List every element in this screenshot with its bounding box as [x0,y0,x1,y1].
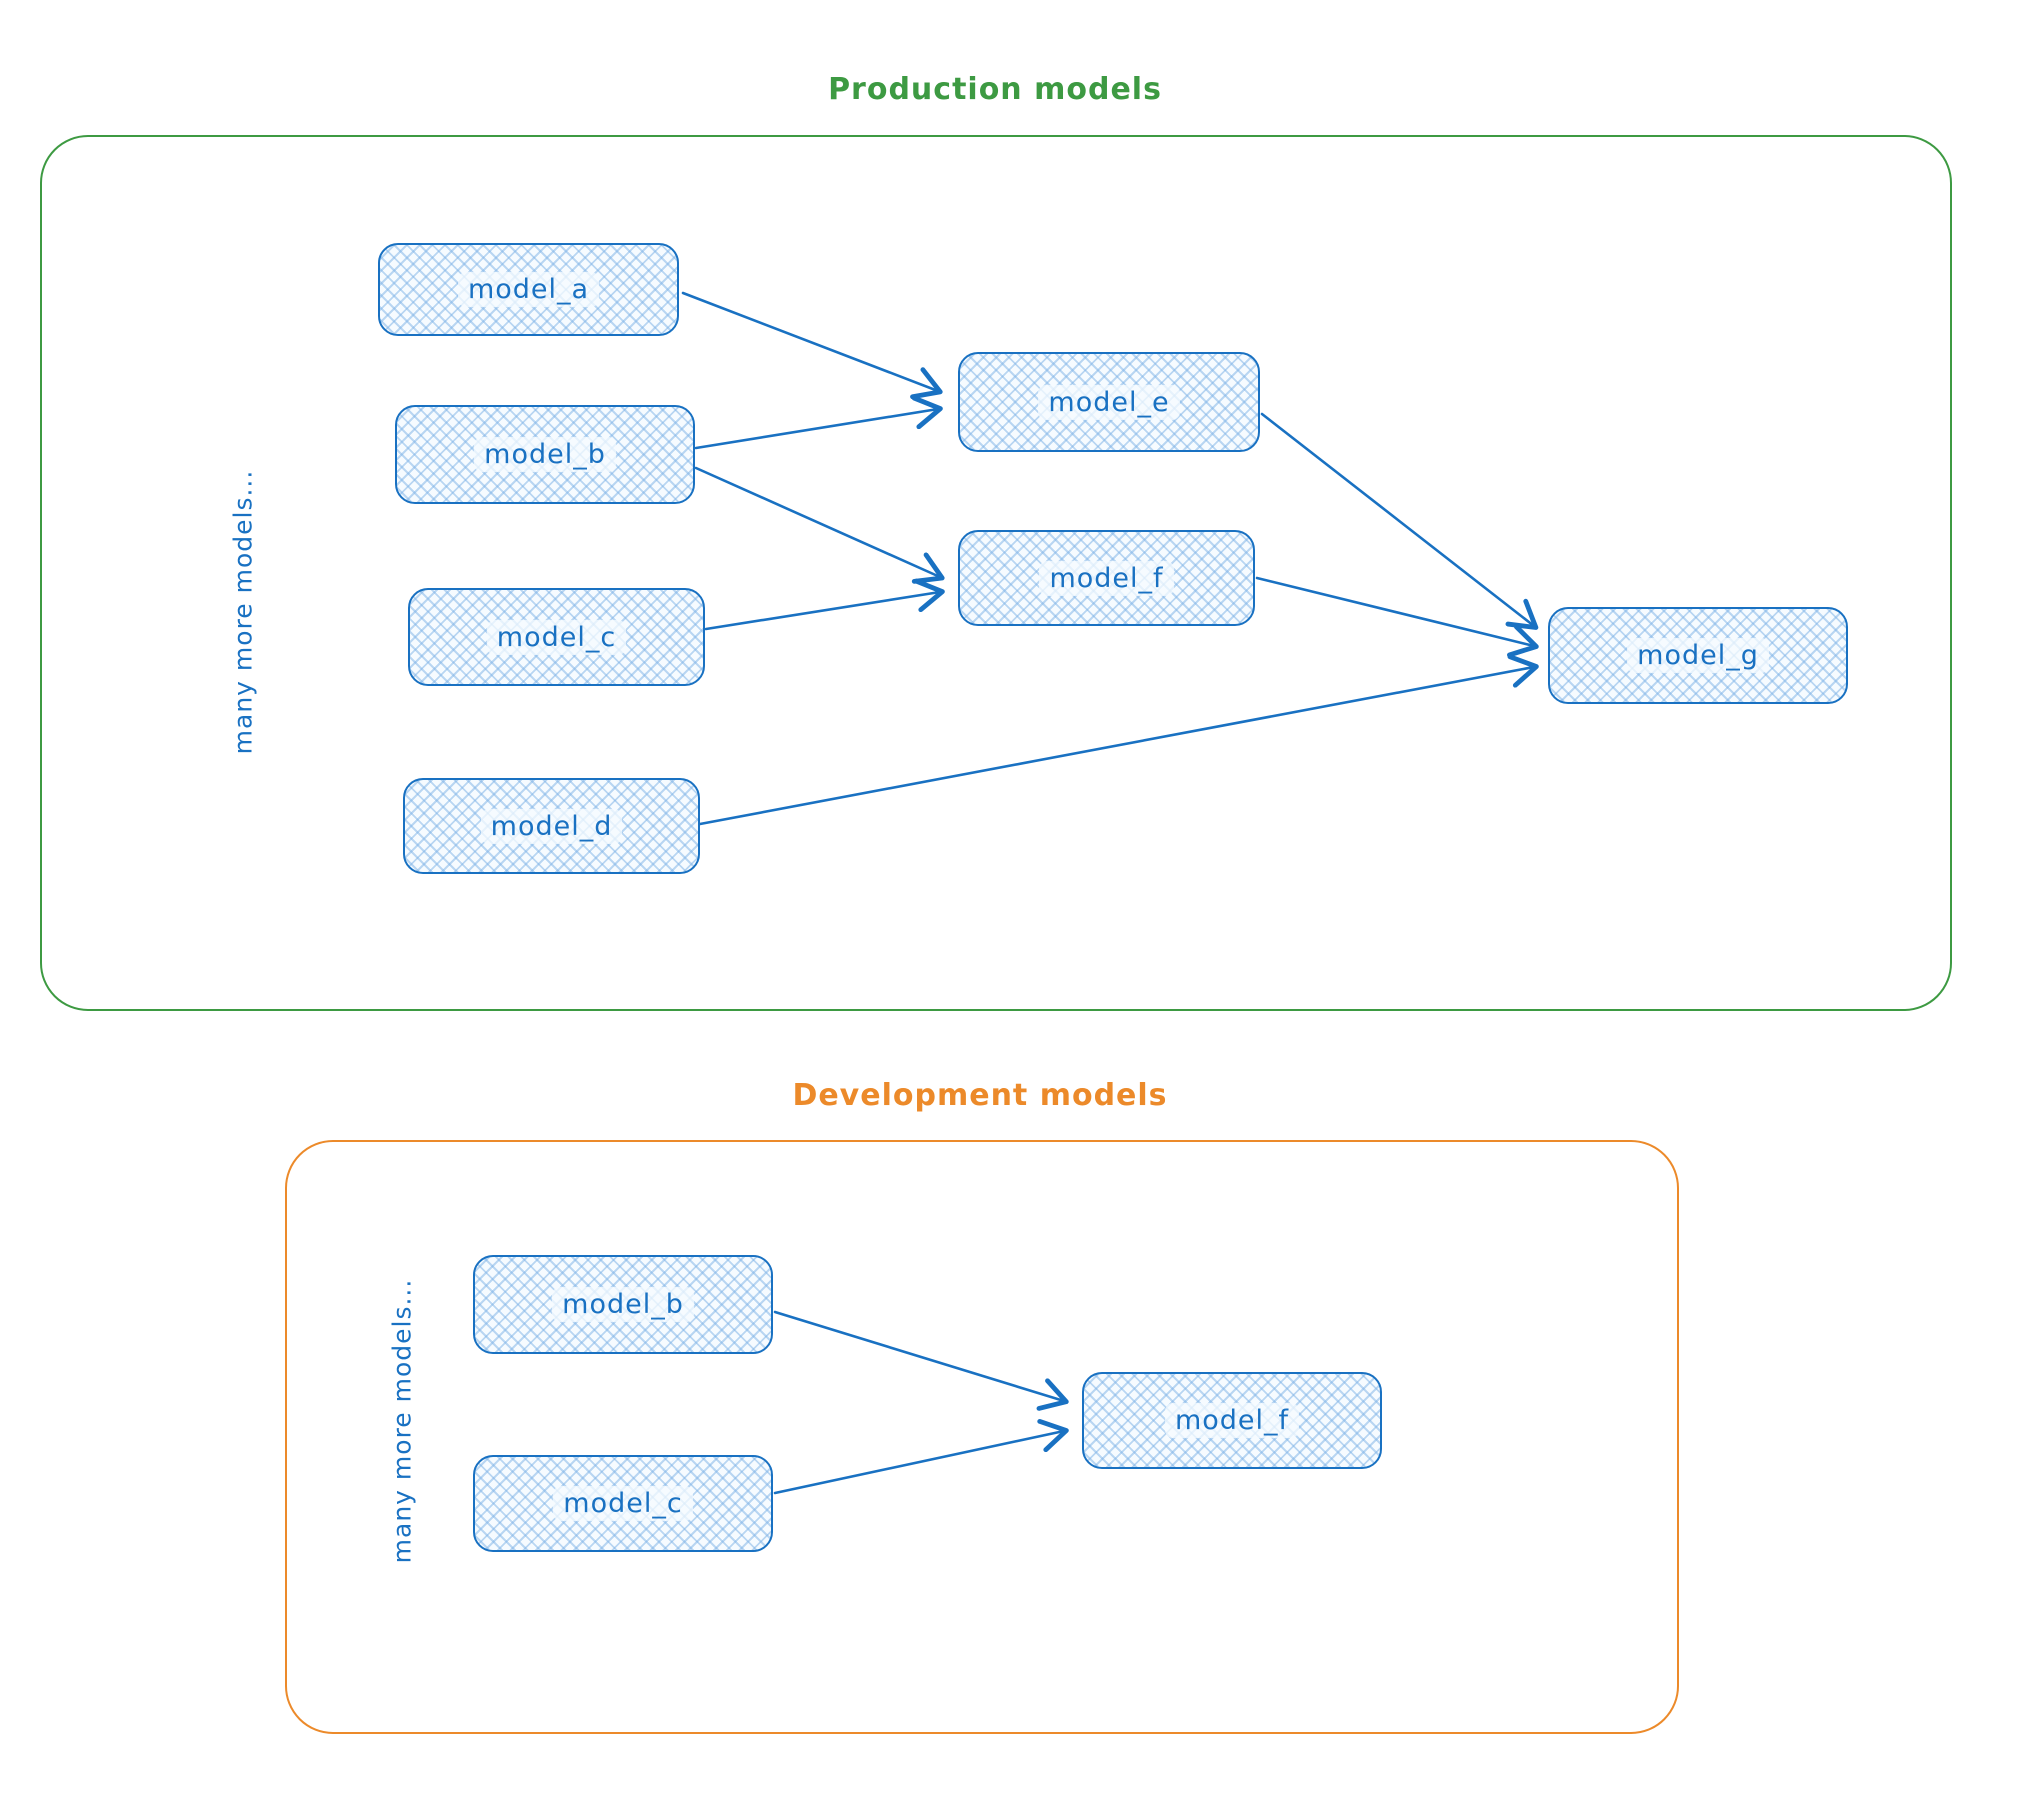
prod-node-model-f-label: model_f [1039,560,1174,596]
dev-node-model-f: model_f [1082,1372,1382,1469]
prod-node-model-c: model_c [408,588,705,686]
prod-node-model-b-label: model_b [474,437,616,472]
dev-node-model-b-label: model_b [552,1287,694,1322]
production-section-title: Production models [828,72,1162,107]
prod-node-model-g: model_g [1548,607,1848,704]
prod-node-model-a-label: model_a [457,272,600,307]
development-frame [285,1140,1679,1734]
prod-node-model-d-label: model_d [480,808,623,844]
prod-node-model-e: model_e [958,352,1260,452]
prod-node-model-f: model_f [958,530,1255,626]
development-side-label: many more models... [387,1278,417,1564]
prod-node-model-g-label: model_g [1627,638,1769,673]
prod-node-model-d: model_d [403,778,700,874]
dev-node-model-c: model_c [473,1455,773,1552]
development-section-title: Development models [792,1078,1168,1113]
dev-node-model-c-label: model_c [553,1486,693,1521]
prod-node-model-c-label: model_c [486,619,627,655]
production-side-label: many more models... [228,469,258,755]
dev-node-model-b: model_b [473,1255,773,1354]
prod-node-model-e-label: model_e [1038,384,1180,420]
prod-node-model-b: model_b [395,405,695,504]
production-frame [40,135,1952,1011]
dev-node-model-f-label: model_f [1164,1403,1300,1438]
prod-node-model-a: model_a [378,243,679,336]
